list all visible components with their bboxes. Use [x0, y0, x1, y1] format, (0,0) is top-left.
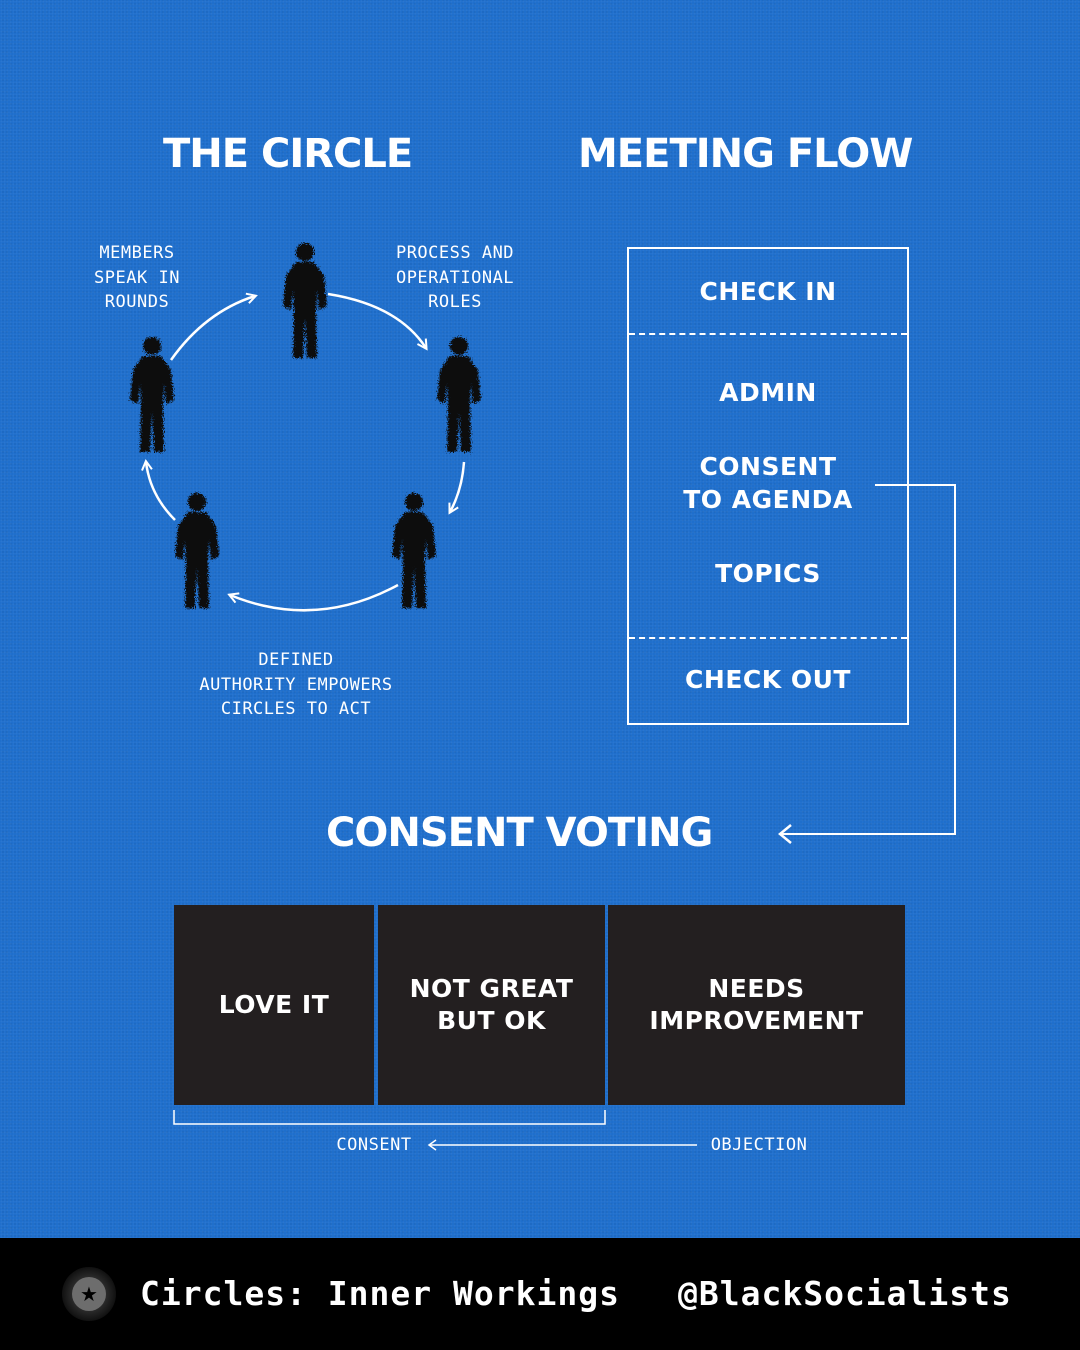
- consent-voting-title: CONSENT VOTING: [326, 810, 713, 856]
- divider: [629, 637, 907, 639]
- person-silhouette-icon: [392, 493, 436, 608]
- person-silhouette-icon: [283, 243, 327, 358]
- needs-improvement-option: NEEDS IMPROVEMENT: [608, 905, 905, 1105]
- person-silhouette-icon: [437, 337, 481, 452]
- consent-scale-label: CONSENT: [336, 1135, 412, 1155]
- arrow-icon: [327, 292, 426, 348]
- process-label: PROCESS AND OPERATIONAL ROLES: [395, 243, 515, 312]
- footer-bar: [0, 1238, 1080, 1350]
- footer-title: Circles: Inner Workings: [140, 1274, 620, 1313]
- meeting-flow-box: CHECK IN ADMIN CONSENT TO AGENDA TOPICS …: [627, 247, 909, 725]
- arrow-icon: [230, 583, 399, 612]
- meeting-flow-title: MEETING FLOW: [578, 131, 913, 177]
- love-it-option: LOVE IT: [174, 905, 374, 1105]
- not-great-but-ok-option: NOT GREAT BUT OK: [378, 905, 605, 1105]
- circle-title: THE CIRCLE: [163, 131, 413, 177]
- arrow-left-icon: [427, 1139, 437, 1151]
- topics-step: TOPICS: [715, 559, 821, 588]
- arrow-icon: [146, 462, 176, 521]
- connector-line: [782, 484, 956, 835]
- check-out-step: CHECK OUT: [685, 665, 851, 694]
- arrow-icon: [169, 296, 255, 361]
- check-in-step: CHECK IN: [699, 277, 837, 306]
- consent-bracket: [173, 1110, 606, 1125]
- arrow-left-icon: [778, 824, 792, 844]
- divider: [629, 333, 907, 335]
- person-silhouette-icon: [130, 337, 174, 452]
- consent-to-agenda-step: CONSENT TO AGENDA: [683, 452, 853, 514]
- star-badge-icon: ★: [62, 1267, 116, 1321]
- members-label: MEMBERS SPEAK IN ROUNDS: [94, 243, 180, 312]
- objection-scale-label: OBJECTION: [710, 1135, 808, 1155]
- admin-step: ADMIN: [719, 378, 817, 407]
- authority-label: DEFINED AUTHORITY EMPOWERS CIRCLES TO AC…: [199, 650, 393, 719]
- person-silhouette-icon: [175, 493, 219, 608]
- arrow-icon: [450, 461, 466, 512]
- footer-handle[interactable]: @BlackSocialists: [678, 1274, 1012, 1313]
